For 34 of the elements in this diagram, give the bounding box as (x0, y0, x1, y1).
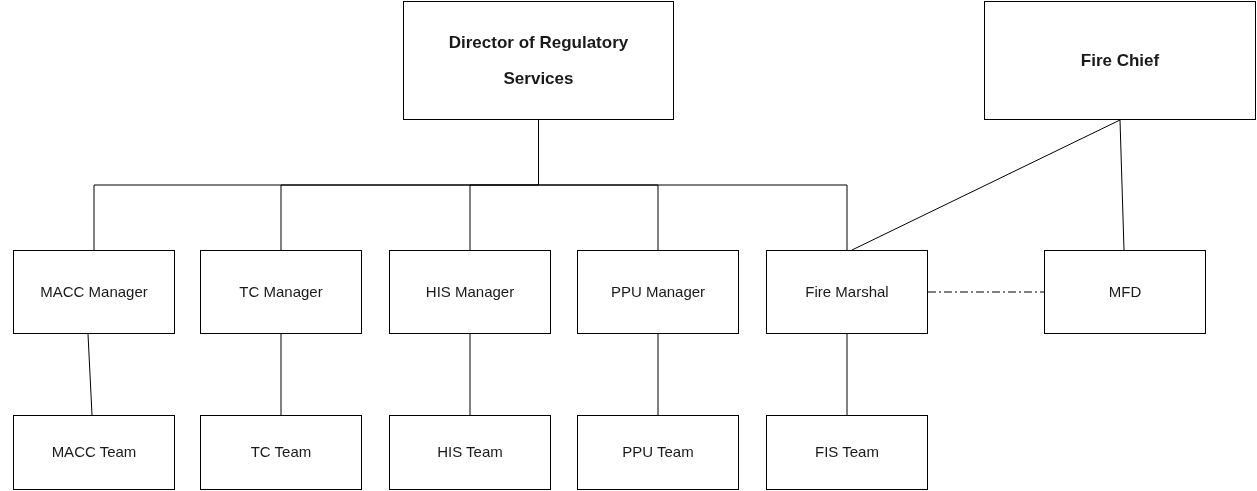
role-title: PPU Team (622, 442, 694, 463)
org-box (1044, 250, 1206, 334)
org-box (13, 250, 175, 334)
connector-line (846, 333, 848, 416)
role-title: Fire Marshal (805, 281, 889, 302)
role-title: Fire Chief (1080, 49, 1160, 72)
org-box (577, 415, 739, 490)
org-box (200, 250, 362, 334)
role-title: Director of Regulatory Services (447, 31, 630, 90)
connector-line (657, 333, 659, 416)
org-box (200, 415, 362, 490)
role-title: MACC Manager (40, 281, 148, 302)
connector-line (1119, 119, 1125, 251)
role-title: HIS Manager (425, 281, 515, 302)
org-box (766, 250, 928, 334)
connector-line (469, 333, 471, 416)
org-box (984, 1, 1256, 120)
connector-line (87, 333, 93, 416)
role-title: FIS Team (815, 442, 879, 463)
connector-line (851, 119, 1121, 251)
connector-line (927, 291, 1045, 293)
role-title: PPU Manager (610, 281, 706, 302)
org-box (766, 415, 928, 490)
connector-line (280, 333, 282, 416)
org-box (389, 250, 551, 334)
role-title: HIS Team (437, 442, 503, 463)
role-title: MFD (1108, 281, 1142, 302)
org-box (403, 1, 674, 120)
org-box (13, 415, 175, 490)
role-title: MACC Team (51, 442, 137, 463)
role-title: TC Team (250, 442, 312, 463)
org-box (389, 415, 551, 490)
org-box (577, 250, 739, 334)
role-title: TC Manager (239, 281, 323, 302)
